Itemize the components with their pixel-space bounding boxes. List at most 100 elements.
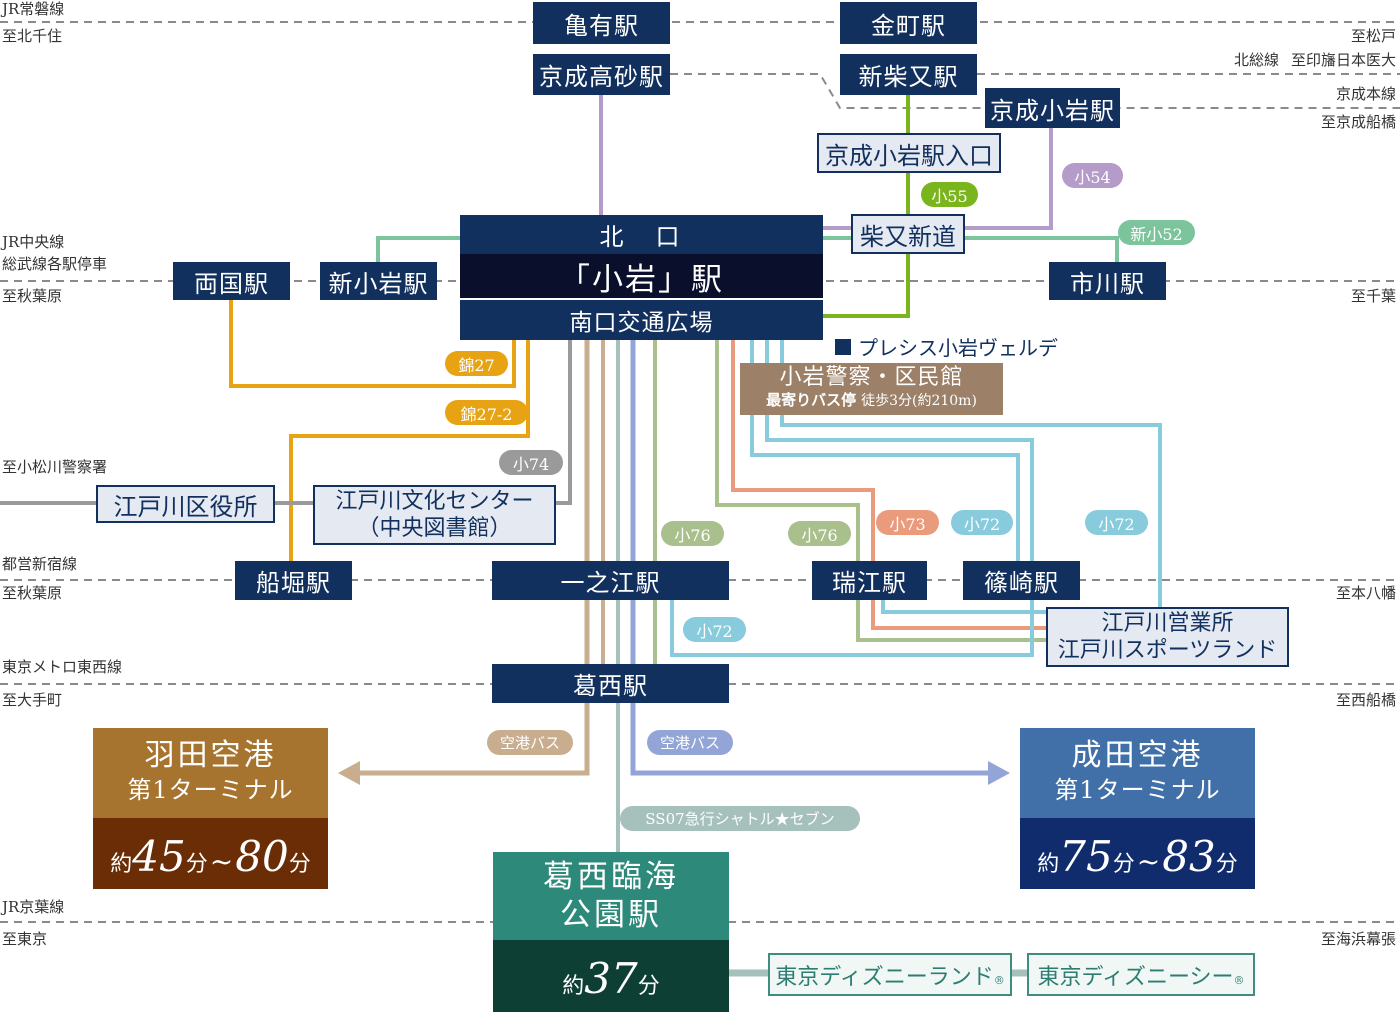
rail-label-shinjuku: 都営新宿線 — [2, 555, 78, 573]
eigyosho-line1: 江戸川営業所 — [1101, 611, 1234, 636]
bus-label-airport-haneda: 空港バス — [487, 730, 573, 755]
direction-komatsugawa-police: 至小松川警察署 — [2, 458, 108, 476]
rail-direction-nishifunabashi: 至西船橋 — [1335, 691, 1396, 709]
bus-label-ko73: 小73 — [876, 510, 939, 535]
rail-label-keisei-main: 京成本線 — [1335, 85, 1396, 103]
rinkai-name-line1: 葛西臨海 — [543, 859, 679, 895]
narita-range-sep: ~ — [1136, 845, 1161, 878]
narita-header: 成田空港 第1ターミナル — [1020, 728, 1255, 818]
route-nishiki27 — [229, 300, 516, 388]
rail-hokuso-name: 北総線 — [1233, 51, 1279, 69]
property-marker-icon — [835, 339, 851, 355]
bus-stop-edogawa-kuyakusho: 江戸川区役所 — [96, 485, 275, 523]
haneda-unit-min: 分 — [185, 852, 208, 877]
rinkai-unit: 分 — [637, 974, 660, 999]
route-ko76-east-a — [715, 340, 860, 561]
rail-label-tozai: 東京メトロ東西線 — [2, 658, 123, 676]
haneda-arrow-icon — [338, 761, 360, 785]
disneyland-registered-mark: ® — [993, 974, 1005, 987]
haneda-range-sep: ~ — [209, 845, 234, 878]
police-station-access: 最寄りバス停徒歩3分(約210m) — [766, 389, 977, 412]
station-kameari: 亀有駅 — [533, 2, 670, 44]
rail-label-keiyo: JR京葉線 — [2, 898, 65, 916]
bus-stop-bunka-center: 江戸川文化センター （中央図書館） — [313, 485, 556, 545]
destination-narita-airport: 成田空港 第1ターミナル 約 75 分 ~ 83 分 — [1020, 728, 1255, 889]
bunka-center-line2: （中央図書館） — [357, 516, 512, 541]
narita-name: 成田空港 — [1071, 738, 1204, 773]
rail-direction-akihabara-jr: 至秋葉原 — [2, 287, 63, 305]
hub-south-exit-plaza: 南口交通広場 — [460, 300, 823, 340]
bus-label-nishiki27-2: 錦27-2 — [445, 400, 528, 425]
bus-label-ko72-shinozaki: 小72 — [951, 510, 1013, 535]
destination-disneysea: 東京ディズニーシー® — [1027, 953, 1255, 996]
station-shin-shibamata: 新柴又駅 — [840, 54, 977, 95]
rinkai-travel-time: 約 37 分 — [493, 940, 729, 1012]
station-keisei-koiwa: 京成小岩駅 — [985, 88, 1120, 128]
destination-kasai-rinkai-koen: 葛西臨海 公園駅 約 37 分 — [493, 852, 729, 1012]
narita-unit-max: 分 — [1215, 852, 1238, 877]
rinkai-header: 葛西臨海 公園駅 — [493, 852, 729, 940]
route-narita-airport-bus — [630, 340, 992, 776]
narita-arrow-icon — [988, 761, 1010, 785]
rail-label-hokuso: 北総線至印旛日本医大 — [1234, 51, 1396, 69]
rinkai-name-line2: 公園駅 — [560, 897, 662, 933]
nearest-bus-stop-label: 最寄りバス停 — [766, 390, 857, 409]
bus-label-ko72-ichinoe: 小72 — [683, 617, 746, 642]
narita-unit-min: 分 — [1112, 852, 1135, 877]
route-ko72-ichinoe-loop — [670, 340, 1034, 657]
haneda-travel-time: 約 45 分 ~ 80 分 — [93, 818, 328, 889]
destination-disneyland: 東京ディズニーランド® — [768, 953, 1012, 996]
narita-min-time: 75 — [1059, 832, 1113, 881]
eigyosho-line2: 江戸川スポーツランド — [1057, 638, 1278, 663]
haneda-max-time: 80 — [235, 832, 289, 881]
rail-direction-inba: 至印旛日本医大 — [1290, 51, 1396, 69]
haneda-header: 羽田空港 第1ターミナル — [93, 728, 328, 818]
rail-direction-motoyawata: 至本八幡 — [1335, 584, 1396, 602]
route-ko74 — [556, 340, 572, 505]
disneysea-registered-mark: ® — [1233, 974, 1245, 987]
station-keisei-takasago: 京成高砂駅 — [533, 54, 670, 95]
rail-direction-matsudo: 至松戸 — [1350, 27, 1396, 45]
police-station-title: 小岩警察・区民館 — [779, 364, 964, 390]
route-haneda-airport-bus — [356, 340, 590, 776]
bus-label-ko74: 小74 — [499, 450, 563, 475]
haneda-min-time: 45 — [132, 832, 186, 881]
route-ko72-mizue-link — [881, 600, 1046, 614]
rail-label-chuo: JR中央線 — [2, 233, 65, 251]
hub-station-name: 「小岩」駅 — [460, 254, 823, 298]
bus-stop-shibamata-shindo: 柴又新道 — [851, 214, 965, 254]
route-ko76-east-b — [856, 600, 1046, 642]
station-ryogoku: 両国駅 — [173, 262, 290, 300]
rail-label-sobu-local: 総武線各駅停車 — [2, 255, 108, 273]
rail-direction-kitasenju: 至北千住 — [2, 27, 63, 45]
haneda-approx: 約 — [110, 852, 133, 877]
property-name: プレシス小岩ヴェルデ — [858, 336, 1058, 360]
station-ichikawa: 市川駅 — [1049, 262, 1166, 300]
station-funabori: 船堀駅 — [235, 561, 352, 600]
bus-stop-keisei-koiwa-iriguchi: 京成小岩駅入口 — [817, 133, 1001, 173]
rinkai-time: 37 — [584, 954, 638, 1003]
route-nishiki27-2 — [289, 340, 530, 561]
rinkai-approx: 約 — [562, 974, 585, 999]
bus-label-airport-narita: 空港バス — [647, 730, 733, 755]
route-shinko52-west — [376, 236, 460, 262]
rail-keisei-main-line — [670, 73, 1400, 109]
station-kasai: 葛西駅 — [492, 664, 729, 703]
hub-north-exit: 北 口 — [460, 215, 823, 254]
route-ko55-green — [823, 95, 910, 318]
narita-travel-time: 約 75 分 ~ 83 分 — [1020, 818, 1255, 889]
bus-label-ko55: 小55 — [921, 182, 978, 207]
narita-terminal: 第1ターミナル — [1054, 776, 1221, 804]
rail-label-joban: JR常磐線 — [2, 0, 65, 18]
rail-direction-tokyo: 至東京 — [2, 930, 48, 948]
rail-direction-otemachi: 至大手町 — [2, 691, 63, 709]
station-mizue: 瑞江駅 — [812, 561, 927, 600]
haneda-name: 羽田空港 — [144, 738, 277, 773]
disneysea-name: 東京ディズニーシー — [1037, 964, 1234, 990]
bus-label-shinko52: 新小52 — [1118, 220, 1195, 245]
haneda-unit-max: 分 — [288, 852, 311, 877]
bus-label-ko76-east: 小76 — [788, 521, 851, 546]
bus-label-ss07-shuttle: SS07急行シャトル★セブン — [620, 806, 860, 831]
station-ichinoe: 一之江駅 — [492, 561, 729, 600]
station-kanamachi: 金町駅 — [840, 2, 977, 44]
